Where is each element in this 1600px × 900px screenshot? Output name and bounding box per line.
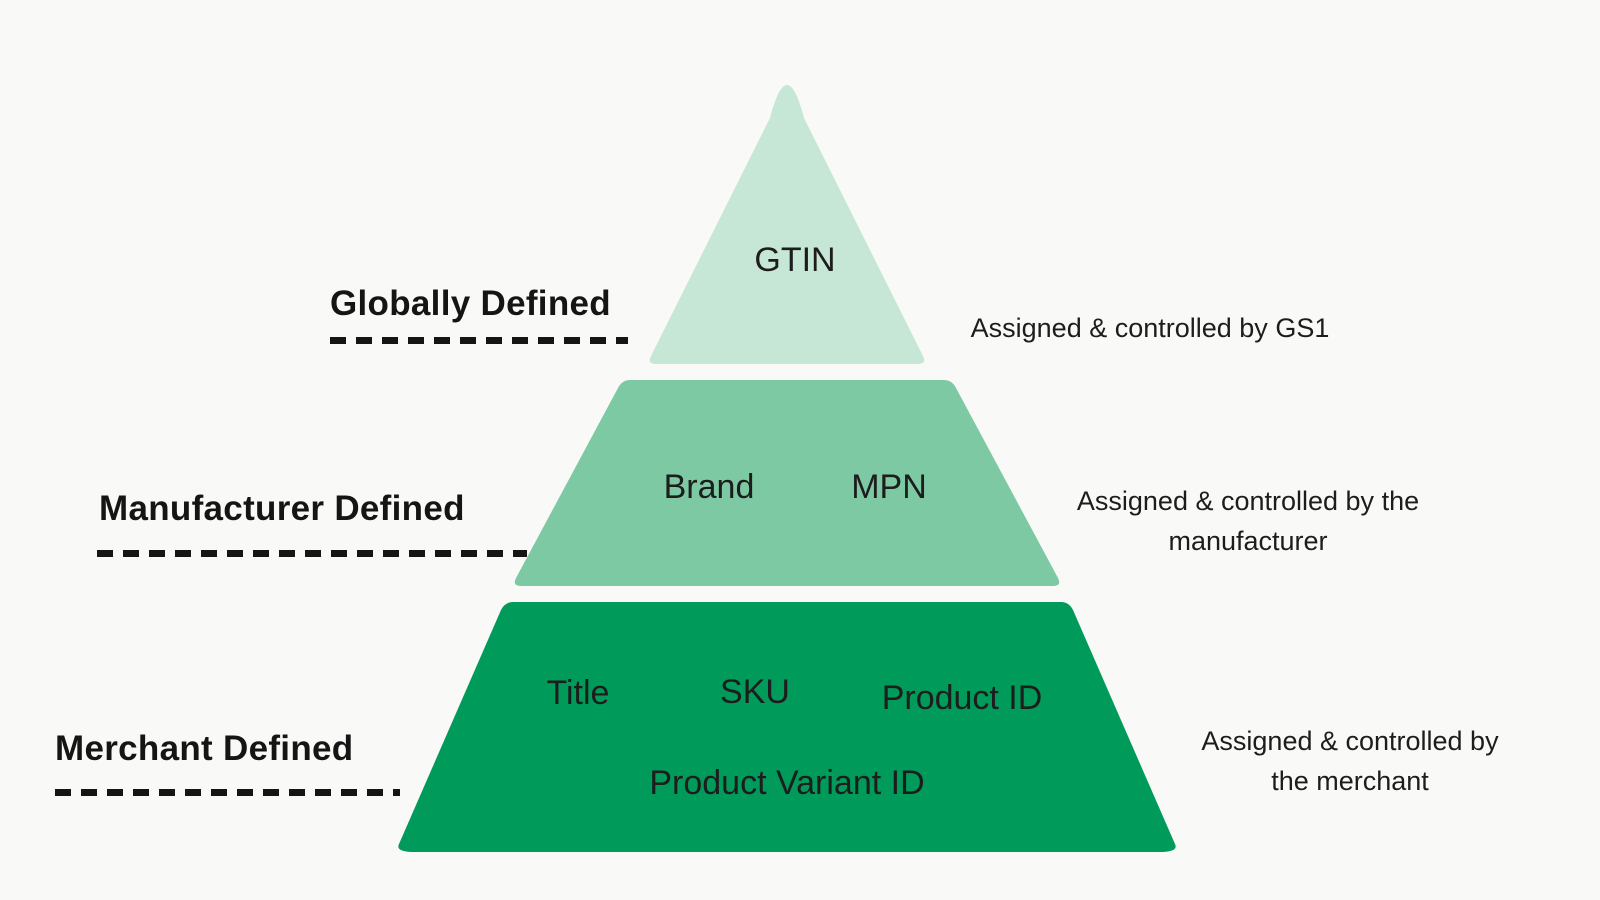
item-brand: Brand [663,468,755,506]
item-mpn: MPN [851,468,927,506]
annotation-merchant: Assigned & controlled by the merchant [1150,721,1550,801]
manufacturer-defined-underline [97,550,527,557]
item-sku: SKU [720,673,790,711]
annotation-gs1: Assigned & controlled by GS1 [940,308,1360,348]
annotation-merchant-line1: Assigned & controlled by [1201,726,1499,756]
merchant-defined-underline [55,789,400,796]
annotation-manufacturer: Assigned & controlled by the manufacture… [1048,481,1448,561]
item-product-variant-id: Product Variant ID [649,764,925,802]
annotation-gs1-line1: Assigned & controlled by GS1 [970,313,1330,343]
annotation-manufacturer-line2: manufacturer [1168,526,1328,556]
tier-manufacturer-shape [514,380,1060,586]
item-product-id: Product ID [881,679,1043,717]
label-merchant-defined: Merchant Defined [55,729,354,768]
annotation-merchant-line2: the merchant [1271,766,1429,796]
tier-merchant-shape [398,602,1176,852]
item-title: Title [546,674,610,712]
item-gtin: GTIN [754,241,836,279]
tier-globally-shape [649,85,925,364]
label-manufacturer-defined: Manufacturer Defined [99,489,465,528]
annotation-manufacturer-line1: Assigned & controlled by the [1076,486,1420,516]
label-globally-defined: Globally Defined [330,284,611,323]
globally-defined-underline [330,337,628,344]
